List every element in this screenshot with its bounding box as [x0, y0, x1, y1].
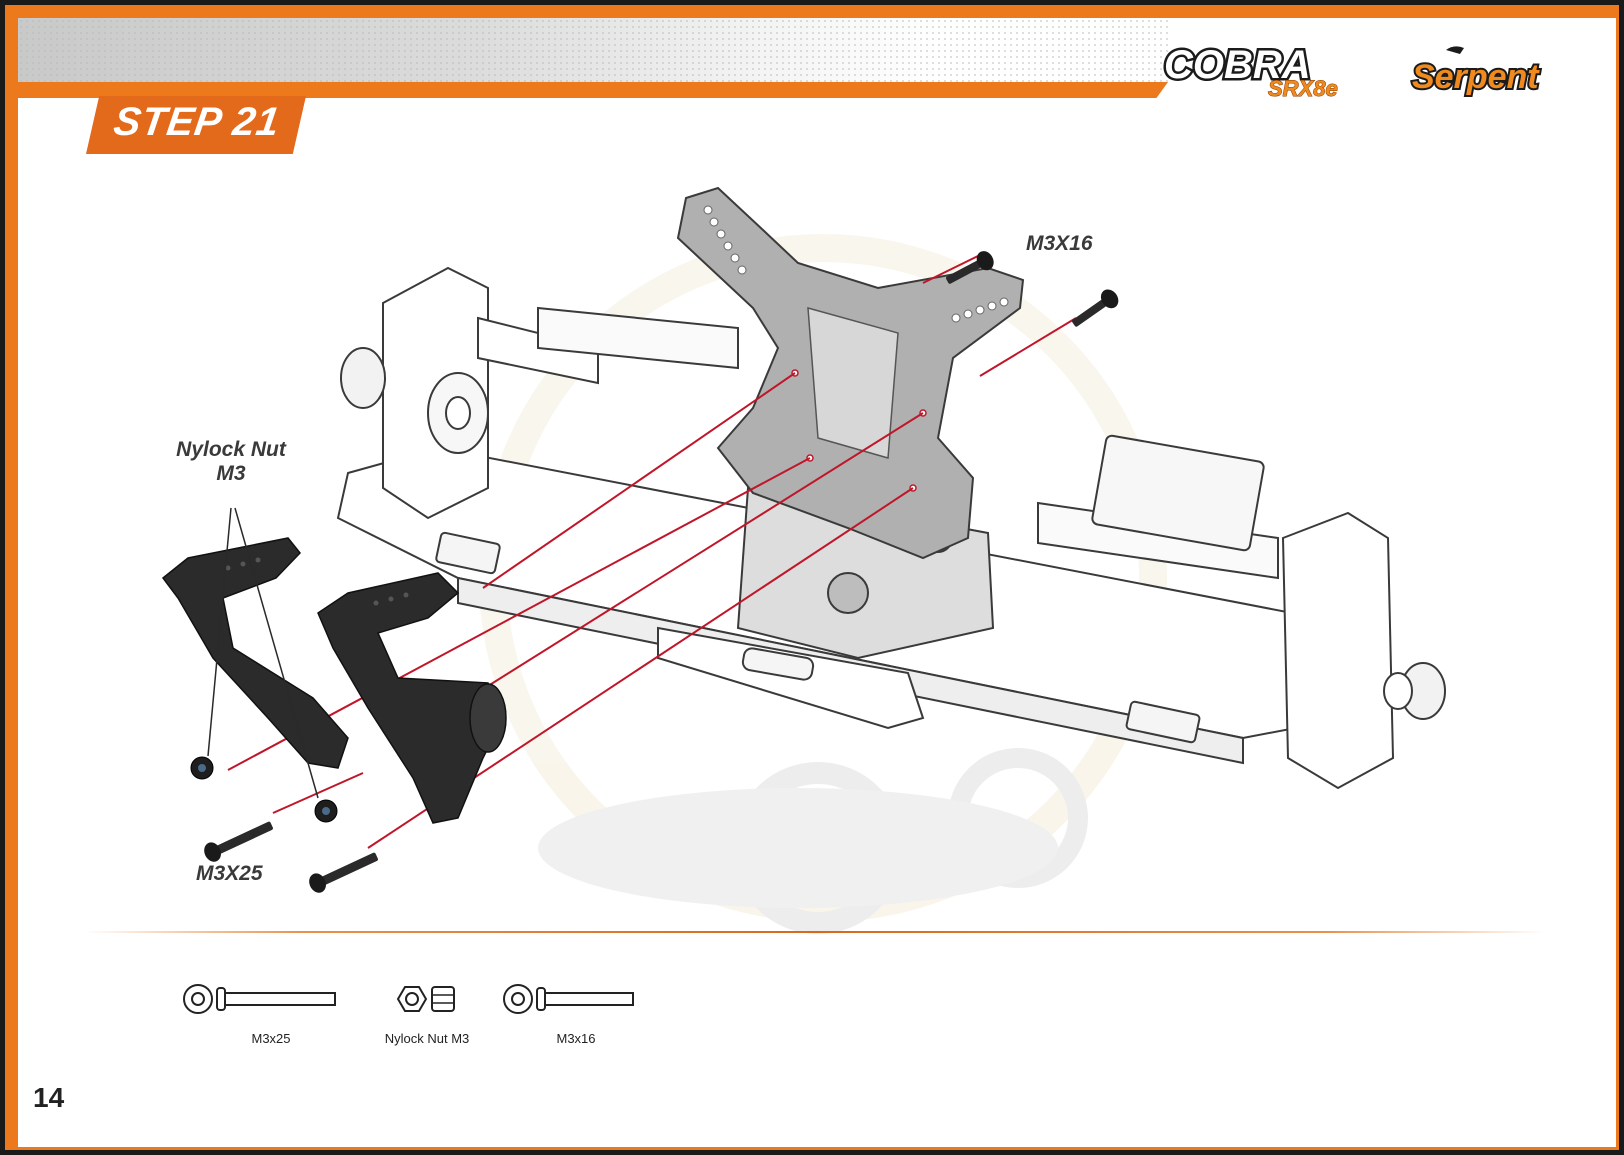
- part-label-m3x25: M3x25: [251, 1031, 291, 1046]
- leader-line: [482, 372, 796, 589]
- page-frame: STEP 21 COBRA SRX8e Serpent: [5, 5, 1619, 1150]
- left-bearing-core: [445, 396, 471, 430]
- chassis-cutout: [1125, 700, 1201, 744]
- shock-tower-holes: [703, 205, 1009, 323]
- m3x25-screws: [204, 821, 378, 893]
- callout-m3x25: M3X25: [196, 862, 263, 885]
- left-hub-assembly: [340, 266, 739, 520]
- right-fender: [1091, 434, 1265, 552]
- right-hub-assembly: [1037, 434, 1446, 790]
- section-divider: [85, 931, 1545, 933]
- cobra-logo: COBRA SRX8e: [1162, 41, 1339, 102]
- leader-line: [922, 255, 979, 284]
- screw-icon: [946, 251, 994, 284]
- serpent-logo-head-icon: [1446, 46, 1464, 54]
- screw-icon: [204, 821, 273, 862]
- body-mounts: [161, 537, 507, 824]
- step-badge: [86, 96, 306, 154]
- manual-sheet: STEP 21 COBRA SRX8e Serpent: [18, 18, 1616, 1147]
- screw-long-icon: [183, 984, 336, 1014]
- serpent-logo-text: Serpent: [1412, 58, 1540, 96]
- cobra-logo-subtext: SRX8e: [1268, 76, 1338, 101]
- leader-line: [979, 317, 1077, 377]
- callout-nylock-nut: Nylock Nut M3: [156, 438, 306, 486]
- cobra-logo-text: COBRA: [1164, 43, 1311, 87]
- callout-nylock-nut-line1: Nylock Nut: [176, 438, 286, 461]
- part-label-nylock-nut: Nylock Nut M3: [384, 1031, 470, 1046]
- page-number: 14: [33, 1082, 65, 1113]
- callout-nylock-nut-line2: M3: [216, 462, 246, 485]
- body-mount-left: [161, 537, 349, 769]
- shock-tower-window: [807, 306, 899, 459]
- leader-line: [487, 412, 924, 687]
- header-band: [18, 18, 1168, 84]
- callout-m3x16: M3X16: [1026, 232, 1093, 255]
- nylock-nuts: [190, 756, 338, 823]
- gearbox-bearing: [827, 572, 869, 614]
- lower-arm-slot: [741, 647, 815, 681]
- screw-icon: [309, 852, 378, 893]
- screw-short-icon: [503, 984, 634, 1014]
- screw-icon: [1072, 289, 1119, 327]
- m3x16-screws: [946, 251, 1119, 327]
- right-hub-carrier: [1281, 511, 1395, 790]
- left-axle-stub: [340, 347, 386, 409]
- left-turnbuckle: [537, 306, 739, 370]
- nut-callout-arrows: [207, 507, 319, 799]
- lower-arm: [657, 626, 925, 730]
- leader-line: [272, 772, 364, 814]
- assembly-diagram: [161, 186, 1446, 934]
- right-axle-core: [1383, 672, 1413, 710]
- chassis-cutout: [435, 531, 501, 575]
- nylock-nut-icon: [396, 986, 455, 1012]
- serpent-logo: Serpent: [1410, 46, 1542, 98]
- part-label-m3x16: M3x16: [556, 1031, 596, 1046]
- leader-lines: [227, 255, 1077, 849]
- header-accent-line: [18, 82, 1168, 98]
- body-mount-boss: [469, 683, 507, 753]
